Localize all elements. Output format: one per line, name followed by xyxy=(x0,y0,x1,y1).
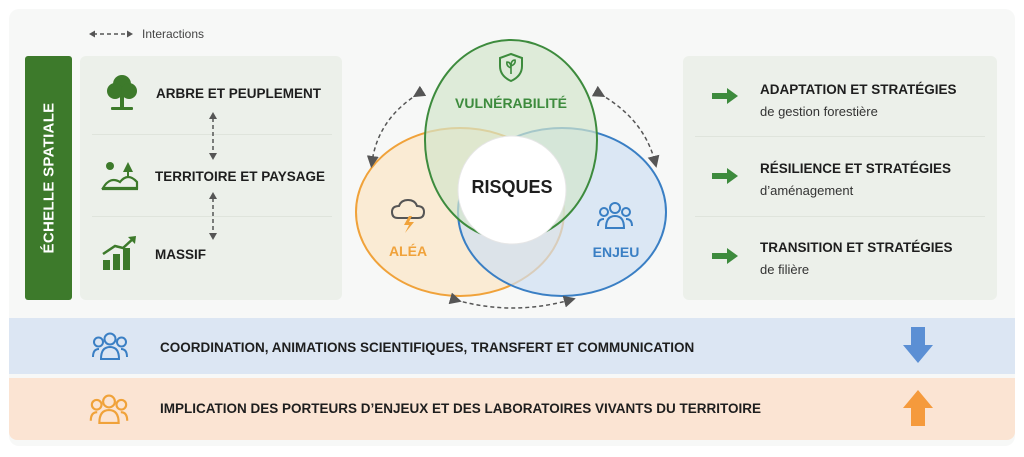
implication-band xyxy=(9,378,1015,440)
interaction-arrow-left xyxy=(366,85,427,168)
outcome-resilience-title: RÉSILIENCE ET STRATÉGIES xyxy=(760,161,952,176)
people-group-icon xyxy=(597,202,633,229)
stake-label: ENJEU xyxy=(593,244,640,260)
shield-leaf-icon xyxy=(499,52,523,83)
green-arrow-icon xyxy=(712,88,738,104)
spatial-scale-bar: ÉCHELLE SPATIALE xyxy=(25,56,72,300)
legend-label: Interactions xyxy=(142,27,205,41)
green-arrow-icon xyxy=(712,168,738,184)
legend: Interactions xyxy=(88,27,204,41)
risk-center xyxy=(457,135,567,245)
outcome-transition-title: TRANSITION ET STRATÉGIES xyxy=(760,240,953,255)
implication-label: IMPLICATION DES PORTEURS D’ENJEUX ET DES… xyxy=(160,401,762,416)
team-icon-orange xyxy=(89,394,129,424)
coordination-label: COORDINATION, ANIMATIONS SCIENTIFIQUES, … xyxy=(160,340,695,355)
spatial-scale-label: ÉCHELLE SPATIALE xyxy=(40,102,57,254)
down-arrow-icon xyxy=(903,327,933,363)
outcome-transition-subtitle: de filière xyxy=(760,262,810,277)
interaction-arrow-bottom xyxy=(448,292,576,309)
growth-chart-icon xyxy=(102,236,136,270)
team-icon-blue xyxy=(92,332,128,360)
risk-venn-diagram: VULNÉRABILITÉ RISQUES ALÉA ENJEU xyxy=(355,39,667,309)
outcomes-divider xyxy=(695,136,985,137)
levels-divider xyxy=(92,216,332,217)
hazard-label: ALÉA xyxy=(389,243,427,259)
vertical-interaction-arrow-icon xyxy=(209,112,217,160)
vulnerability-label: VULNÉRABILITÉ xyxy=(455,95,567,111)
outcome-resilience-subtitle: d’aménagement xyxy=(760,183,854,198)
levels-divider xyxy=(92,134,332,135)
landscape-icon xyxy=(101,162,139,191)
vertical-interaction-arrow-icon xyxy=(209,192,217,240)
level-tree-label: ARBRE ET PEUPLEMENT xyxy=(156,86,322,101)
coordination-band xyxy=(9,318,1015,374)
level-massif-label: MASSIF xyxy=(155,247,207,262)
tree-icon xyxy=(107,75,137,110)
interaction-arrow-right xyxy=(591,85,660,168)
storm-cloud-icon xyxy=(390,198,426,233)
outcome-adaptation-title: ADAPTATION ET STRATÉGIES xyxy=(760,82,957,97)
level-territory-label: TERRITOIRE ET PAYSAGE xyxy=(155,169,326,184)
outcome-adaptation-subtitle: de gestion forestière xyxy=(760,104,878,119)
outcomes-divider xyxy=(695,216,985,217)
dashed-double-arrow-icon xyxy=(89,30,133,38)
up-arrow-icon xyxy=(903,390,933,426)
green-arrow-icon xyxy=(712,248,738,264)
risk-center-label: RISQUES xyxy=(471,177,552,197)
